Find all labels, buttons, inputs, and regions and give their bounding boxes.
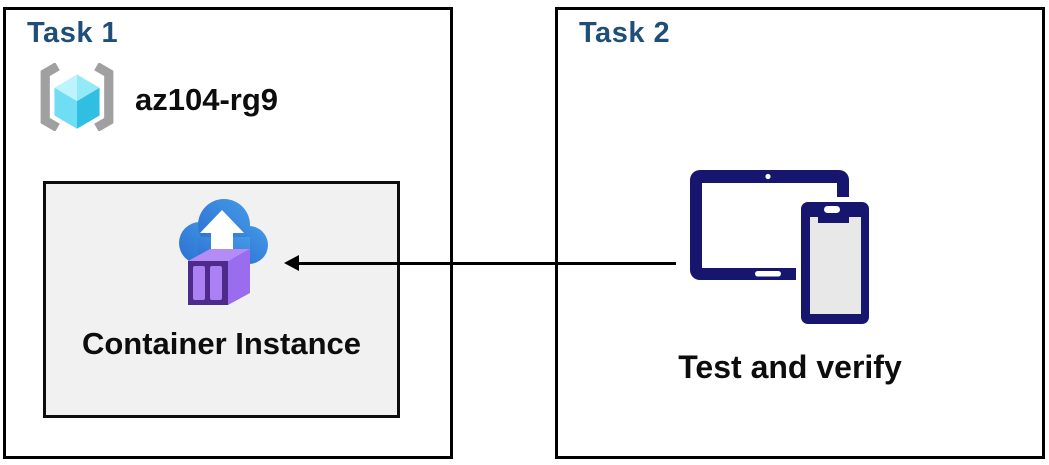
arrow-head-left-icon — [284, 255, 299, 271]
task2-box: Task 2 Test and verify — [555, 7, 1045, 459]
task2-title: Task 2 — [579, 17, 671, 49]
task1-title: Task 1 — [27, 17, 119, 49]
resource-group-icon — [36, 62, 118, 136]
resource-group-name: az104-rg9 — [135, 81, 279, 117]
devices-icon — [689, 169, 873, 329]
container-instance-icon — [174, 195, 270, 322]
test-and-verify-label: Test and verify — [678, 349, 902, 385]
task1-box: Task 1 az104-rg9 — [3, 7, 453, 459]
container-instance-box: Container Instance — [43, 181, 400, 418]
arrow-line — [297, 262, 676, 265]
resource-group-row: az104-rg9 — [36, 62, 279, 136]
container-instance-label: Container Instance — [81, 326, 362, 361]
